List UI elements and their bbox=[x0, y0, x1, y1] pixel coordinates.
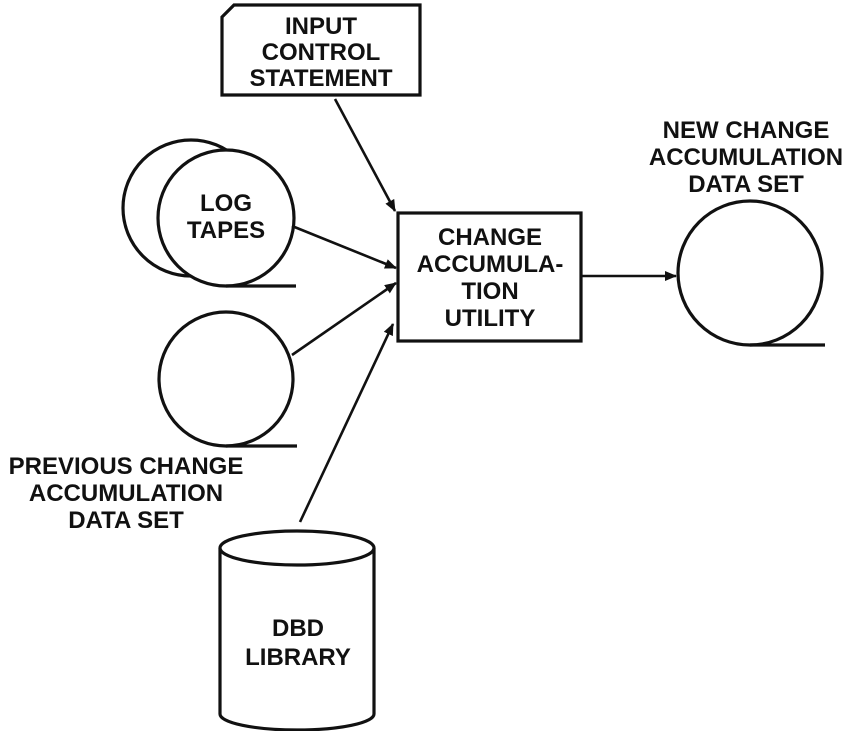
new-data-set-line-2: ACCUMULATION bbox=[649, 144, 843, 171]
input-control-statement-line-1: INPUT bbox=[285, 13, 357, 40]
dbd-library-cylinder-top bbox=[218, 529, 376, 567]
input-control-statement-line-3: STATEMENT bbox=[249, 65, 392, 92]
previous-data-set-line-1: PREVIOUS CHANGE bbox=[9, 453, 244, 480]
previous-data-set-node: PREVIOUS CHANGE ACCUMULATION DATA SET bbox=[9, 310, 297, 534]
log-tapes-node: LOG TAPES bbox=[121, 138, 296, 288]
change-accumulation-utility-node: CHANGE ACCUMULA- TION UTILITY bbox=[396, 211, 583, 343]
arrow-dbd-library-to-utility bbox=[298, 323, 395, 523]
utility-box bbox=[396, 211, 583, 343]
new-data-set-line-1: NEW CHANGE bbox=[663, 117, 830, 144]
new-data-set-reel bbox=[676, 199, 824, 347]
dbd-library-node: DBD LIBRARY bbox=[218, 529, 376, 731]
utility-line-4: UTILITY bbox=[445, 305, 536, 332]
dbd-library-line-1: DBD bbox=[272, 615, 324, 642]
new-data-set-line-3: DATA SET bbox=[688, 171, 804, 198]
new-data-set-node: NEW CHANGE ACCUMULATION DATA SET bbox=[649, 117, 843, 347]
arrow-log-tapes-to-utility bbox=[291, 224, 397, 270]
arrow-previous-data-set-to-utility bbox=[291, 281, 397, 357]
dbd-library-cylinder-body bbox=[218, 548, 376, 731]
input-control-statement-node: INPUT CONTROL STATEMENT bbox=[220, 3, 422, 97]
utility-line-1: CHANGE bbox=[438, 224, 542, 251]
log-tapes-line-1: LOG bbox=[200, 190, 252, 217]
utility-line-3: TION bbox=[461, 278, 518, 305]
utility-line-2: ACCUMULA- bbox=[417, 251, 564, 278]
previous-data-set-line-3: DATA SET bbox=[68, 507, 184, 534]
log-tapes-line-2: TAPES bbox=[187, 217, 265, 244]
punch-card-shape bbox=[220, 3, 422, 97]
dbd-library-line-2: LIBRARY bbox=[245, 644, 351, 671]
input-control-statement-line-2: CONTROL bbox=[262, 39, 381, 66]
previous-data-set-line-2: ACCUMULATION bbox=[29, 480, 223, 507]
previous-data-set-reel bbox=[157, 310, 295, 448]
arrow-input-control-to-utility bbox=[333, 98, 397, 212]
connector-arrows bbox=[291, 98, 677, 523]
